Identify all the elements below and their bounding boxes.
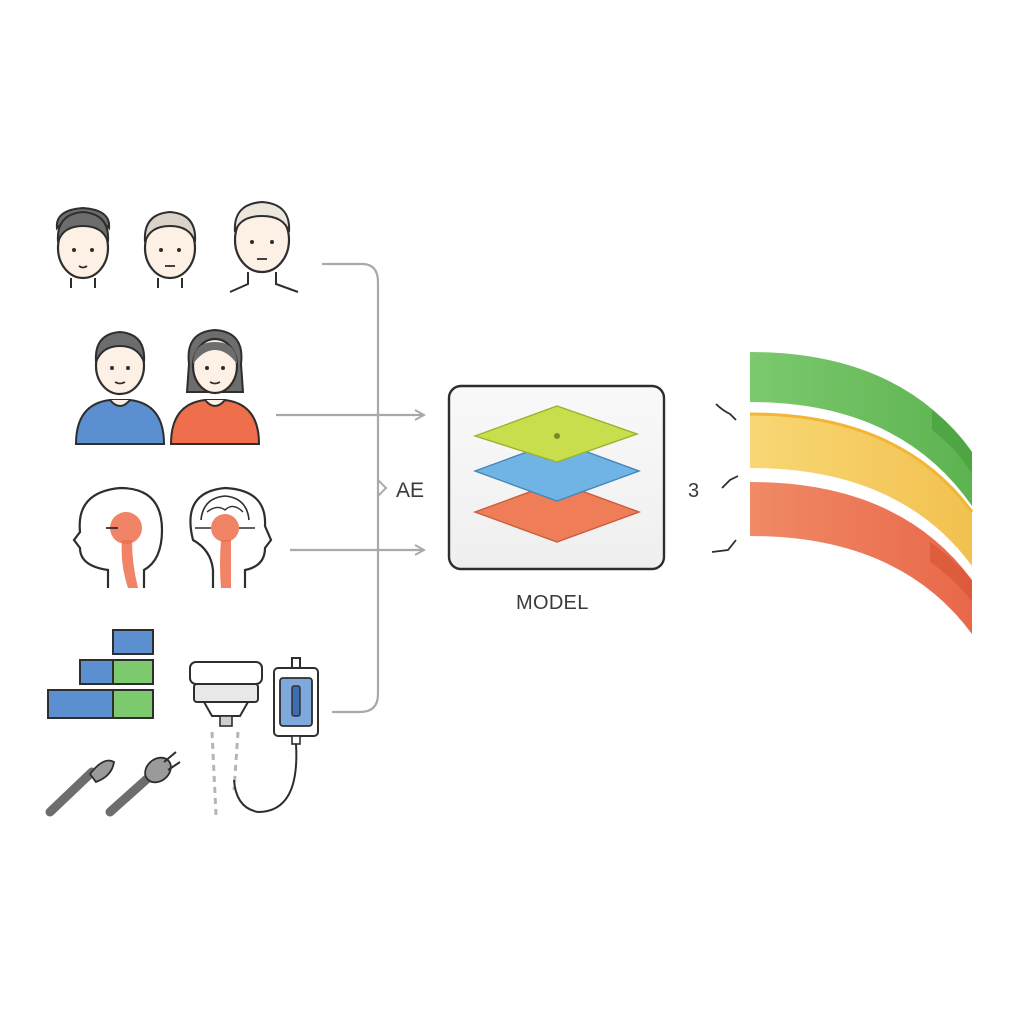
patient-icon <box>169 328 261 445</box>
infusion-pump-icon <box>233 657 319 814</box>
head-anatomy-icon <box>72 486 164 588</box>
output-marker-label: 3 <box>688 480 700 502</box>
model-label: MODEL <box>516 592 589 614</box>
face-icon <box>229 200 299 293</box>
patient-icon <box>74 330 166 445</box>
layers-icon <box>472 405 642 543</box>
head-anatomy-icon <box>189 486 273 588</box>
connector-lines <box>322 262 388 714</box>
output-band-yellow <box>750 414 972 566</box>
surgical-instrument-icon <box>105 751 181 817</box>
output-ticks <box>711 403 739 553</box>
output-band-green <box>750 352 972 506</box>
face-icon <box>143 210 197 288</box>
ae-label: AE <box>396 479 425 502</box>
face-icon <box>55 206 111 288</box>
ultrasound-probe-icon <box>189 661 263 816</box>
output-band-red <box>750 482 972 634</box>
device-blocks-icon <box>47 629 154 719</box>
scalpel-icon <box>45 759 115 817</box>
output-bands <box>749 352 974 634</box>
